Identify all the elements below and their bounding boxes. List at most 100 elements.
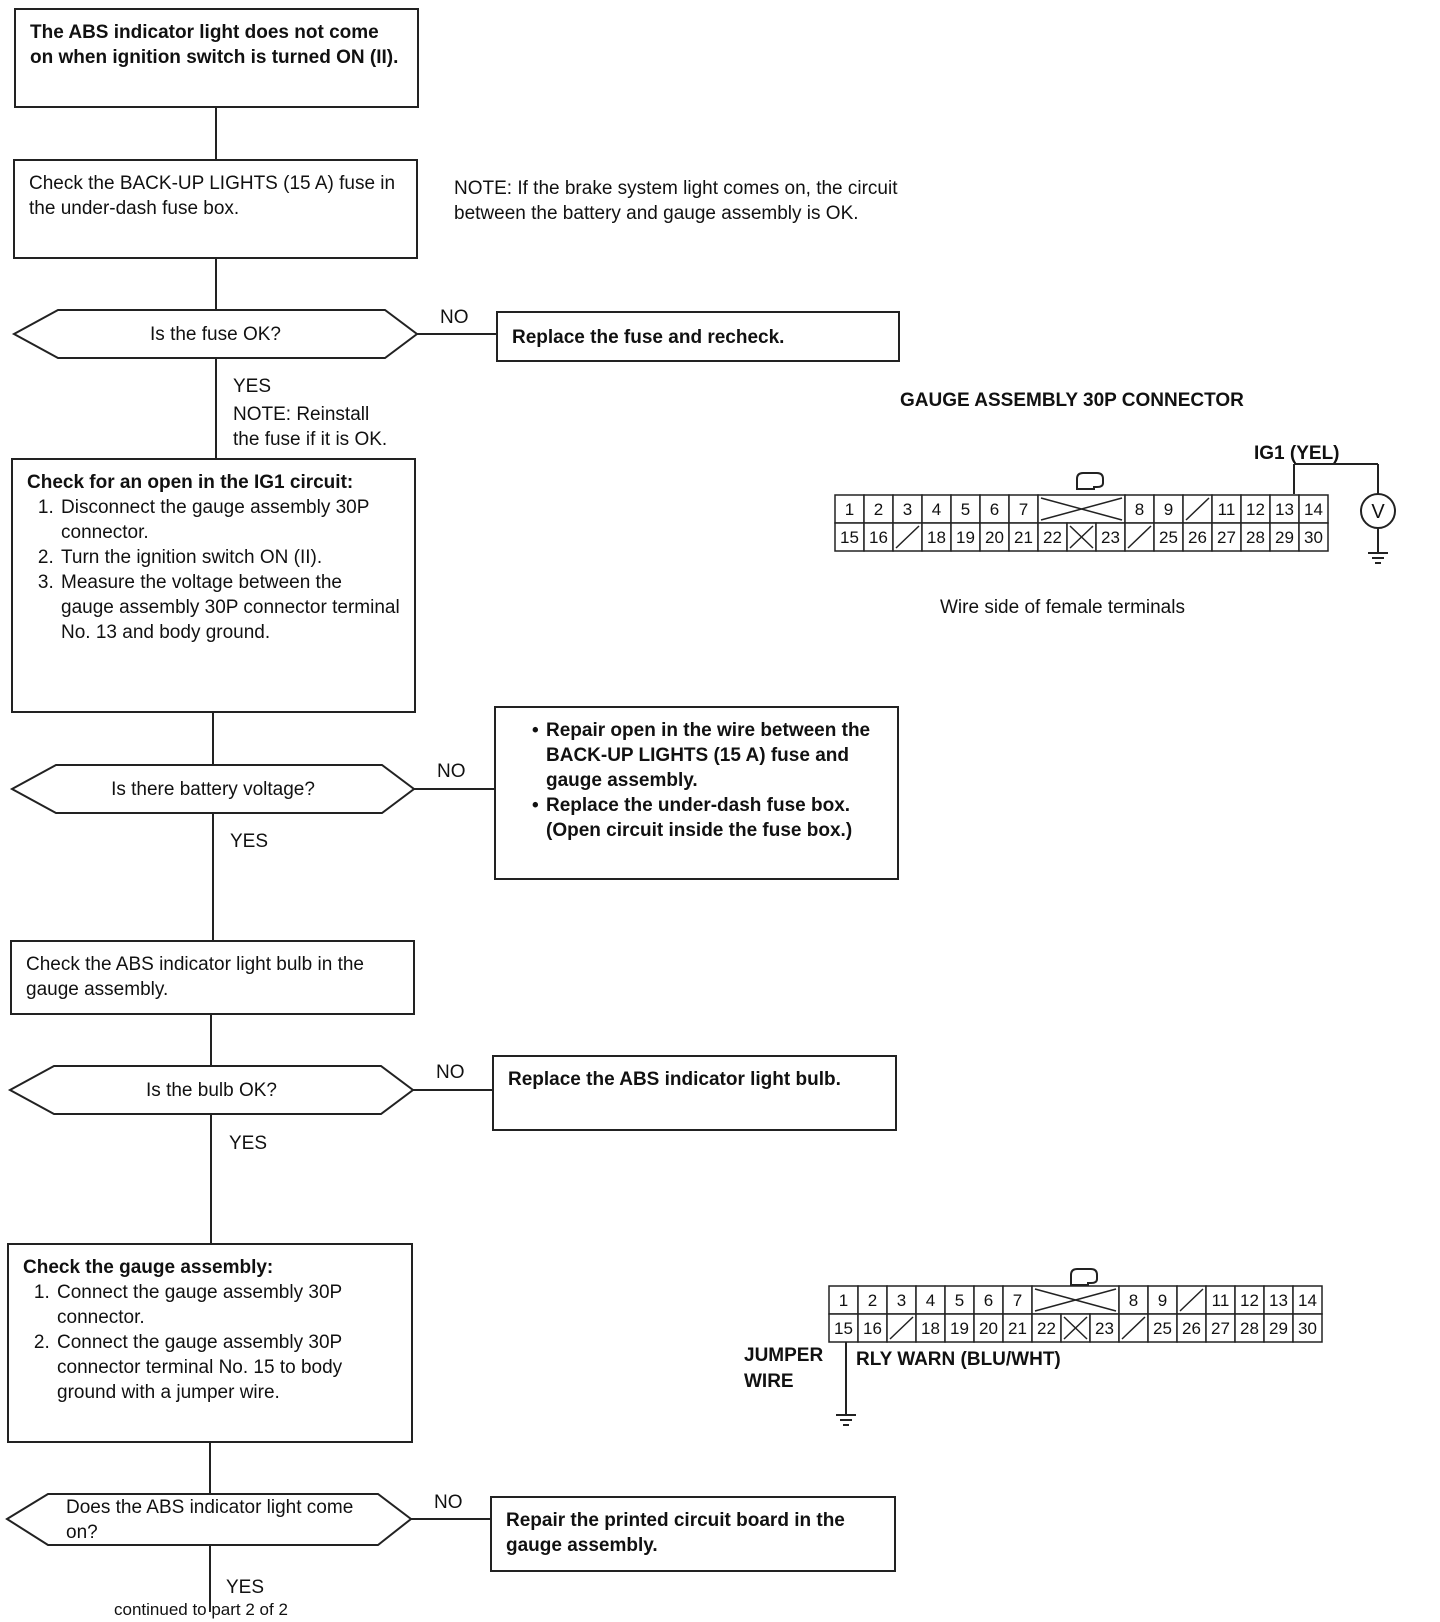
terminal-number: 3: [903, 500, 912, 519]
terminal-cell: [950, 522, 981, 552]
decision-light-shape: [5, 1493, 413, 1546]
repair-item: Repair open in the wire between the BACK…: [532, 718, 883, 793]
terminal-number: 23: [1095, 1319, 1114, 1338]
terminal-cell: [886, 1285, 917, 1315]
yes-label: YES: [230, 831, 269, 852]
ig1-step: Disconnect the gauge assembly 30P connec…: [59, 495, 400, 545]
terminal-number: 15: [834, 1319, 853, 1338]
no-label: NO: [436, 1062, 465, 1083]
terminal-number: 28: [1246, 528, 1265, 547]
terminal-number: 8: [1129, 1291, 1138, 1310]
terminal-number: 15: [840, 528, 859, 547]
replace-fuse-box: Replace the fuse and recheck.: [496, 311, 900, 362]
blank-terminal-mark: [1063, 1316, 1088, 1340]
terminal-number: 26: [1188, 528, 1207, 547]
repair-pcb-box: Repair the printed circuit board in the …: [490, 1496, 896, 1572]
blank-terminal-mark: [1127, 525, 1152, 549]
terminal-cell: [1095, 522, 1126, 552]
terminal-number: 1: [845, 500, 854, 519]
terminal-cell: [834, 522, 865, 552]
blank-terminal-mark: [1040, 497, 1123, 521]
yes-label: YES: [229, 1133, 268, 1154]
note-reinstall-line2: the fuse if it is OK.: [233, 429, 388, 450]
start-box: The ABS indicator light does not come on…: [14, 8, 419, 108]
terminal-number: 14: [1298, 1291, 1317, 1310]
repair-item: Replace the under-dash fuse box. (Open c…: [532, 793, 883, 843]
jumper-label-line1: JUMPER: [744, 1345, 824, 1366]
terminal-number: 27: [1217, 528, 1236, 547]
terminal-number: 22: [1037, 1319, 1056, 1338]
terminal-number: 8: [1135, 500, 1144, 519]
question-light: Does the ABS indicator light come on?: [66, 1496, 354, 1543]
jumper-label-line2: WIRE: [744, 1371, 794, 1392]
terminal-cell: [1089, 1313, 1120, 1343]
terminal-cell: [1147, 1285, 1178, 1315]
terminal-cell: [950, 494, 981, 524]
terminal-number: 16: [869, 528, 888, 547]
connector-lock-icon: [1070, 1268, 1098, 1286]
gauge-check-title: Check the gauge assembly:: [23, 1257, 274, 1278]
terminal-cell: [944, 1285, 975, 1315]
ig1-check-box: Check for an open in the IG1 circuit: Di…: [11, 458, 416, 713]
rly-warn-label: RLY WARN (BLU/WHT): [856, 1349, 1061, 1370]
gauge-step: Connect the gauge assembly 30P connector…: [55, 1280, 397, 1330]
terminal-number: 29: [1275, 528, 1294, 547]
terminal-number: 26: [1182, 1319, 1201, 1338]
terminal-number: 11: [1212, 1291, 1230, 1310]
terminal-cell: [857, 1313, 888, 1343]
terminal-number: 25: [1159, 528, 1178, 547]
terminal-number: 7: [1019, 500, 1028, 519]
terminal-number: 5: [955, 1291, 964, 1310]
replace-bulb-text: Replace the ABS indicator light bulb.: [508, 1069, 841, 1090]
terminal-number: 18: [927, 528, 946, 547]
terminal-cell: [1124, 494, 1155, 524]
note-brake: NOTE: If the brake system light comes on…: [454, 178, 898, 224]
check-bulb-box: Check the ABS indicator light bulb in th…: [10, 940, 415, 1015]
terminal-cell: [1292, 1285, 1323, 1315]
ig1-step: Turn the ignition switch ON (II).: [59, 545, 400, 570]
question-fuse: Is the fuse OK?: [150, 323, 281, 345]
terminal-number: 19: [956, 528, 975, 547]
connector-lock-icon: [1076, 472, 1104, 490]
blank-terminal-mark: [1069, 525, 1094, 549]
terminal-number: 20: [979, 1319, 998, 1338]
terminal-number: 19: [950, 1319, 969, 1338]
terminal-number: 21: [1008, 1319, 1027, 1338]
terminal-number: 1: [839, 1291, 848, 1310]
terminal-number: 12: [1240, 1291, 1259, 1310]
terminal-cell: [1234, 1313, 1265, 1343]
terminal-number: 4: [926, 1291, 935, 1310]
terminal-number: 5: [961, 500, 970, 519]
gauge-check-box: Check the gauge assembly: Connect the ga…: [7, 1243, 413, 1443]
terminal-number: 21: [1014, 528, 1033, 547]
question-voltage: Is there battery voltage?: [111, 778, 315, 800]
no-label: NO: [440, 307, 469, 328]
decision-fuse-shape: [11, 309, 419, 359]
terminal-number: 22: [1043, 528, 1062, 547]
terminal-number: 14: [1304, 500, 1323, 519]
blank-terminal-mark: [1121, 1316, 1146, 1340]
terminal-number: 25: [1153, 1319, 1172, 1338]
terminal-number: 9: [1164, 500, 1173, 519]
terminal-cell: [1153, 494, 1184, 524]
check-fuse-text: Check the BACK-UP LIGHTS (15 A) fuse in …: [29, 173, 396, 219]
repair-pcb-text: Repair the printed circuit board in the …: [506, 1510, 845, 1556]
terminal-cell: [1176, 1313, 1207, 1343]
terminal-number: 4: [932, 500, 941, 519]
gauge-step: Connect the gauge assembly 30P connector…: [55, 1330, 397, 1405]
no-label: NO: [437, 761, 466, 782]
terminal-cell: [1147, 1313, 1178, 1343]
terminal-number: 30: [1304, 528, 1323, 547]
check-bulb-text: Check the ABS indicator light bulb in th…: [26, 954, 364, 1000]
terminal-number: 6: [984, 1291, 993, 1310]
terminal-number: 2: [868, 1291, 877, 1310]
terminal-cell: [1008, 494, 1039, 524]
blank-terminal-mark: [1034, 1288, 1117, 1312]
yes-label: YES: [233, 376, 272, 397]
terminal-number: 3: [897, 1291, 906, 1310]
question-bulb: Is the bulb OK?: [146, 1079, 277, 1101]
terminal-number: 16: [863, 1319, 882, 1338]
